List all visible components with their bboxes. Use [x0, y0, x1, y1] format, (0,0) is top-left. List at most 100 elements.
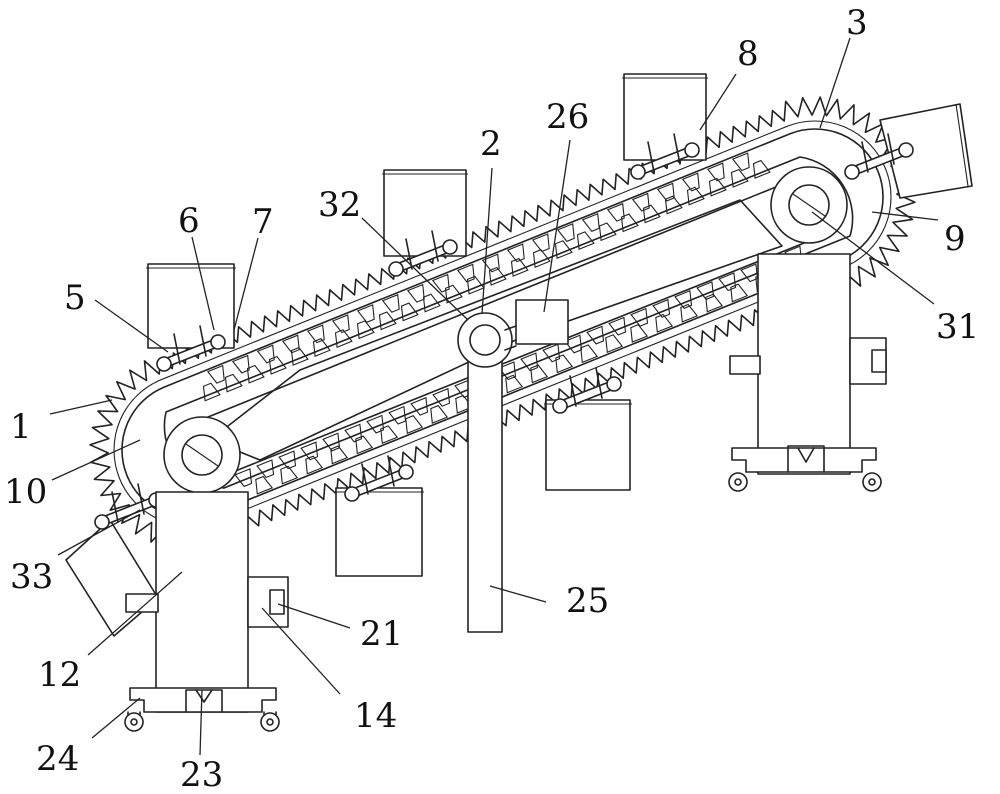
belt-tooth	[466, 275, 485, 295]
clamp-roller	[684, 142, 700, 158]
belt-tooth	[530, 364, 549, 384]
belt-tooth	[652, 298, 671, 318]
hopper-box	[147, 263, 235, 349]
clamp-roller	[388, 261, 404, 277]
belt-tooth	[202, 382, 221, 402]
belt-tooth	[586, 325, 605, 345]
belt-tooth	[246, 364, 265, 384]
leader-lines	[49, 37, 939, 756]
clamp-pin	[887, 133, 895, 165]
clamp-pin	[569, 375, 577, 407]
belt-tooth	[556, 223, 575, 243]
clamp-roller	[398, 464, 414, 480]
belt-tooth	[510, 257, 529, 277]
discharge-hopper-right	[879, 103, 973, 199]
belt-tooth	[224, 373, 243, 393]
label-1: 1	[10, 407, 32, 447]
belt-tooth	[330, 445, 349, 465]
belt-tooth	[606, 202, 625, 222]
label-31: 31	[936, 307, 979, 347]
belt-tooth	[356, 320, 375, 340]
clamp-roller	[552, 398, 568, 414]
belt-tooth	[674, 290, 693, 309]
label-6: 6	[178, 201, 200, 241]
belt-tooth	[388, 405, 407, 425]
label-25: 25	[566, 581, 609, 621]
belt-tooth	[322, 432, 341, 452]
belt-tooth	[630, 307, 649, 327]
belt-tooth	[255, 475, 274, 495]
belt-tooth	[680, 303, 699, 323]
belt-tooth	[481, 253, 500, 273]
belt-tooth	[366, 414, 385, 434]
belt-tooth	[334, 329, 353, 349]
belt-tooth	[598, 222, 617, 242]
belt-tooth	[331, 314, 350, 334]
right-support-column	[728, 253, 887, 492]
belt-tooth	[231, 354, 250, 374]
label-9: 9	[944, 219, 966, 259]
belt-tooth	[410, 396, 429, 416]
clamp-roller	[210, 334, 226, 350]
belt-tooth	[664, 195, 683, 215]
belt-tooth	[378, 311, 397, 331]
label-32: 32	[318, 185, 361, 225]
belt-tooth	[400, 302, 419, 322]
label-2: 2	[480, 124, 502, 164]
label-8: 8	[737, 34, 759, 74]
belt-tooth	[576, 231, 595, 251]
belt-tooth	[706, 162, 725, 182]
clamp-pin	[111, 491, 119, 523]
clamp-pin	[861, 141, 869, 173]
belt-tooth	[300, 441, 319, 461]
hopper-rim	[955, 103, 969, 187]
belt-tooth	[605, 334, 624, 354]
belt-tooth	[730, 168, 749, 188]
clamp-pin	[673, 133, 681, 165]
clamp-roller	[442, 239, 458, 255]
belt-tooth	[620, 213, 639, 233]
belt-tooth	[356, 304, 375, 323]
belt-tooth	[564, 334, 583, 354]
left-support-column	[124, 491, 289, 732]
hopper-box	[335, 487, 423, 577]
belt-tooth	[681, 172, 700, 192]
belt-tooth	[531, 233, 550, 253]
belt-tooth	[456, 263, 475, 283]
discharge-hopper-left	[65, 519, 159, 637]
belt-tooth	[696, 281, 715, 301]
belt-tooth	[488, 266, 507, 286]
clamp-roller	[344, 486, 360, 502]
clamp-roller	[898, 142, 914, 158]
belt-tooth	[305, 455, 324, 475]
label-7: 7	[252, 202, 274, 242]
belt-tooth	[708, 177, 727, 197]
part-labels: 1 2 3 5 6 7 8 9 10 12 14 21 23 24 25 26 …	[4, 3, 979, 794]
left-sprocket	[163, 416, 241, 494]
belt-tooth	[506, 243, 525, 263]
belt-tooth	[278, 450, 297, 470]
clamp-pin	[387, 455, 395, 487]
belt-tooth	[234, 468, 253, 488]
label-21: 21	[360, 614, 403, 654]
belt-tooth	[280, 465, 299, 485]
belt-tooth	[312, 338, 331, 357]
hopper-clamps	[94, 133, 914, 530]
belt-tooth	[290, 346, 309, 366]
belt-tooth	[655, 313, 674, 333]
label-5: 5	[64, 278, 86, 318]
belt-tooth	[498, 361, 517, 381]
belt-tooth	[532, 249, 551, 268]
label-26: 26	[546, 97, 589, 137]
right-sprocket	[770, 166, 848, 244]
hopper-box	[545, 399, 631, 491]
belt-tooth	[630, 324, 649, 343]
belt-tooth	[380, 425, 399, 445]
clamp-pin	[431, 230, 439, 262]
belt-tooth	[555, 354, 574, 374]
belt-tooth	[752, 159, 771, 179]
belt-tooth	[730, 283, 749, 303]
belt-tooth	[206, 364, 225, 384]
belt-tooth	[256, 344, 275, 364]
